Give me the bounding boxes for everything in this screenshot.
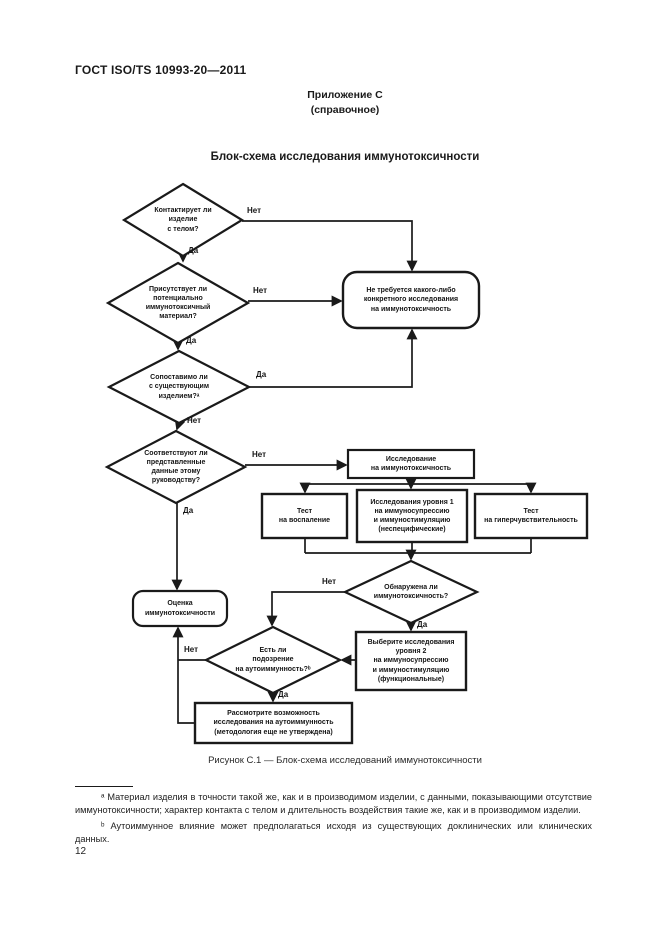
footnote-separator: [75, 786, 133, 787]
edge-label-yes-1: Да: [188, 246, 199, 255]
assessment-box: [131, 589, 229, 628]
edge-label-no-1: Нет: [247, 206, 262, 215]
decision-immunotoxicity-found-diamond: [342, 559, 480, 625]
edge-label-yes-5: Да: [417, 620, 428, 629]
edge-label-yes-2: Да: [186, 336, 197, 345]
document-header: ГОСТ ISO/TS 10993-20—2011: [75, 63, 247, 77]
edge-label-no-5: Нет: [322, 577, 337, 586]
footnote-a: ᵃ Материал изделия в точности такой же, …: [75, 792, 592, 816]
autoimmunity-study-box: [193, 701, 354, 745]
figure-title: Блок-схема исследования иммунотоксичност…: [210, 151, 480, 163]
edge-label-yes-3: Да: [256, 370, 267, 379]
inflammation-test-box: [260, 492, 349, 540]
decision-autoimmunity-diamond: [203, 625, 343, 695]
decision-data-diamond: [104, 429, 248, 505]
edge-label-no-6: Нет: [184, 645, 199, 654]
edge-label-yes-6: Да: [278, 690, 289, 699]
edge-label-no-3: Нет: [187, 416, 202, 425]
figure-caption: Рисунок С.1 — Блок-схема исследований им…: [208, 755, 482, 766]
page-number: 12: [75, 846, 87, 857]
decision-contact-diamond: [121, 182, 245, 258]
level1-studies-box: [355, 488, 469, 544]
decision-comparable-diamond: [106, 349, 252, 425]
appendix-heading: Приложение С (справочное): [307, 89, 383, 117]
hypersensitivity-test-box: [473, 492, 589, 540]
no-testing-required-box: [341, 270, 481, 330]
level2-studies-box: [354, 630, 468, 692]
connector-lines: [171, 220, 537, 724]
immunotoxicity-research-box: [346, 448, 476, 480]
decision-material-diamond: [105, 261, 251, 345]
edge-label-no-4: Нет: [252, 450, 267, 459]
footnote-b: ᵇ Аутоиммунное влияние может предполагат…: [75, 821, 592, 845]
edge-label-no-2: Нет: [253, 286, 268, 295]
edge-label-yes-4: Да: [183, 506, 194, 515]
node-shapes: [104, 182, 589, 745]
